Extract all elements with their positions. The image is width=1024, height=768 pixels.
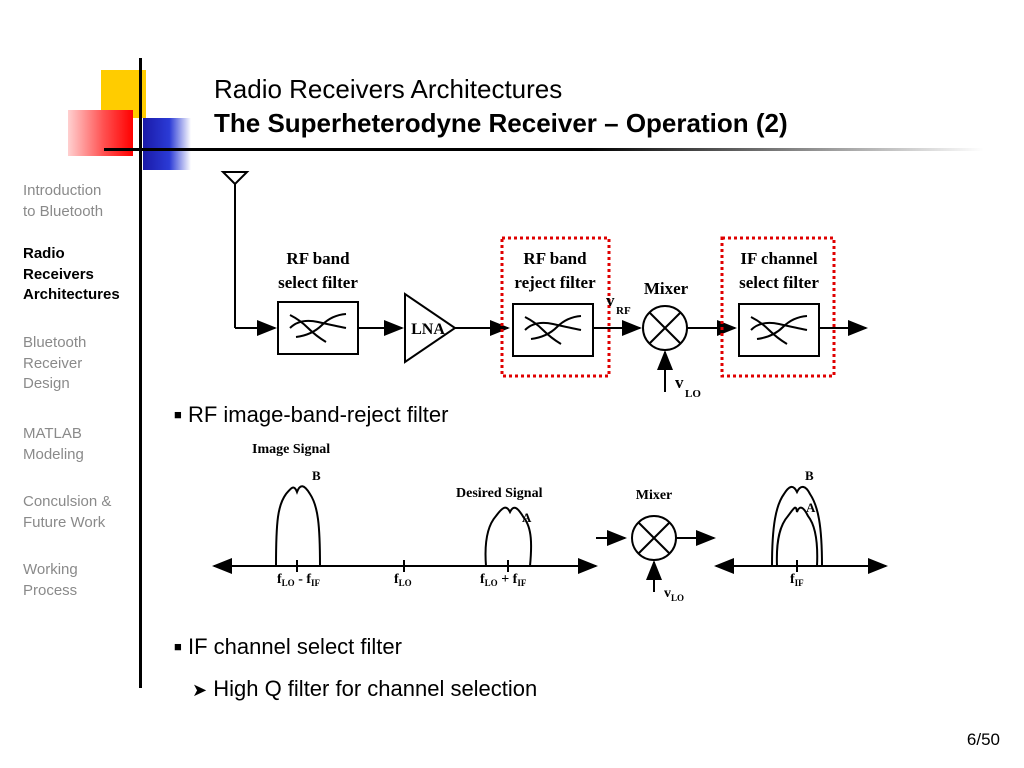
rf-band-select-filter-icon — [277, 301, 359, 355]
sidebar-item-bluetooth-receiver[interactable]: Bluetooth Receiver Design — [23, 333, 138, 395]
sidebar-item-label: Working — [23, 561, 78, 578]
if-overlap-signals-shape — [771, 486, 823, 567]
lna-amplifier-icon — [404, 292, 457, 364]
if-channel-select-filter-icon — [738, 303, 820, 357]
rf-band-select-label-1: RF band — [286, 249, 350, 268]
if-select-highlight-box — [720, 236, 836, 378]
sidebar-item-label: Architectures — [23, 286, 120, 303]
v-rf-label: v — [606, 291, 615, 310]
lna-label: LNA — [411, 321, 445, 338]
fif-label: fIF — [790, 572, 804, 588]
rf-band-select-label-2: select filter — [278, 273, 358, 292]
bullet-text: IF channel select filter — [187, 634, 402, 659]
rf-band-reject-label-2: reject filter — [514, 273, 596, 292]
sidebar-item-label: Introduction — [23, 182, 102, 199]
arrow-bullet-icon: ➤ — [192, 680, 208, 700]
sidebar-item-label: Receiver — [23, 354, 83, 372]
sub-bullet-text: High Q filter for channel selection — [213, 676, 538, 701]
rf-band-reject-filter-icon — [512, 303, 594, 357]
image-signal-shape — [275, 485, 321, 567]
mixer-icon — [642, 305, 688, 351]
bullet-rf-reject: ■ RF image-band-reject filter — [174, 402, 448, 428]
square-bullet-icon: ■ — [174, 407, 182, 422]
if-channel-select-label-2: select filter — [739, 273, 819, 292]
bullet-if-select: ■ IF channel select filter — [174, 634, 402, 660]
if-a-label: A — [806, 500, 816, 515]
desired-a-label: A — [522, 510, 532, 525]
if-b-label: B — [805, 468, 814, 483]
rf-reject-highlight-box — [500, 236, 611, 378]
sidebar-item-matlab[interactable]: MATLAB Modeling — [23, 424, 138, 465]
header-divider — [104, 148, 984, 151]
sidebar-item-label: Conculsion & — [23, 493, 112, 510]
sidebar-item-label: Process — [23, 581, 78, 599]
image-signal-label: Image Signal — [252, 442, 330, 457]
bullet-text: RF image-band-reject filter — [187, 402, 449, 427]
if-channel-select-label-1: IF channel — [740, 249, 818, 268]
rf-band-reject-label-1: RF band — [523, 249, 587, 268]
sidebar-item-label: Receivers — [23, 265, 94, 283]
antenna-icon — [220, 171, 250, 328]
spectrum-v-lo-label: vLO — [664, 586, 684, 603]
sidebar-item-label: to Bluetooth — [23, 202, 104, 220]
spectrum-mixer-icon — [631, 515, 677, 561]
sidebar-item-label: MATLAB — [23, 425, 82, 442]
flo-label: fLO — [394, 572, 412, 588]
square-bullet-icon: ■ — [174, 639, 182, 654]
slide-subtitle: The Superheterodyne Receiver – Operation… — [214, 108, 788, 138]
sidebar-item-introduction[interactable]: Introduction to Bluetooth — [23, 181, 138, 222]
sidebar-item-working-process[interactable]: Working Process — [23, 560, 138, 601]
sub-bullet-high-q: ➤ High Q filter for channel selection — [192, 676, 537, 702]
spectrum-mixer-label: Mixer — [636, 488, 673, 503]
sidebar-item-label: Bluetooth — [23, 334, 87, 351]
sidebar-item-radio-receivers[interactable]: Radio Receivers Architectures — [23, 244, 138, 306]
logo-blue-square — [143, 118, 191, 170]
v-lo-sub: LO — [685, 388, 701, 400]
desired-signal-label: Desired Signal — [456, 486, 543, 501]
sidebar-item-label: Radio — [23, 245, 65, 262]
slide-title: Radio Receivers Architectures — [214, 74, 563, 104]
v-lo-label: v — [675, 373, 684, 392]
flo-plus-fif-label: fLO + fIF — [480, 572, 527, 588]
flo-minus-fif-label: fLO - fIF — [277, 572, 321, 588]
image-b-label: B — [312, 468, 321, 483]
sidebar-item-conclusion[interactable]: Conculsion & Future Work — [23, 492, 138, 533]
v-rf-sub: RF — [616, 305, 631, 317]
page-number: 6/50 — [966, 730, 1000, 749]
sidebar-item-label: Future Work — [23, 513, 106, 531]
desired-signal-shape — [484, 506, 533, 567]
sidebar-item-label: Modeling — [23, 445, 84, 463]
vertical-divider — [139, 58, 142, 688]
mixer-label: Mixer — [644, 279, 689, 298]
sidebar-item-label: Design — [23, 375, 70, 392]
